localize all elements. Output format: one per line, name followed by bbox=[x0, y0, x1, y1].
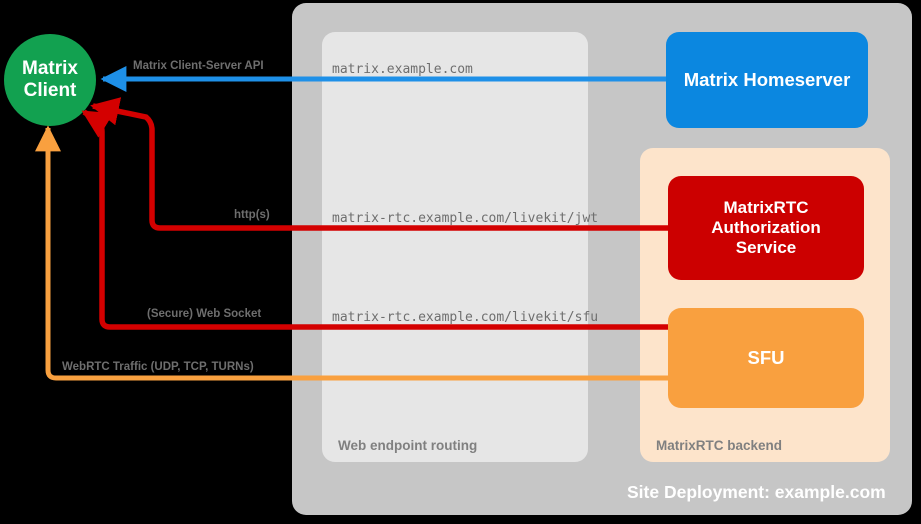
url-label-livekit-jwt: matrix-rtc.example.com/livekit/jwt bbox=[332, 211, 599, 226]
matrix-client-node[interactable]: Matrix Client bbox=[4, 34, 96, 126]
matrix-homeserver-box[interactable] bbox=[666, 32, 868, 128]
web-endpoint-routing-box bbox=[322, 32, 588, 462]
sfu-box[interactable] bbox=[668, 308, 864, 408]
matrix-client-circle[interactable] bbox=[4, 34, 96, 126]
edge-webrtc-traffic bbox=[35, 125, 668, 381]
edge-https-auth bbox=[90, 97, 668, 231]
edge-label-matrix-client-server-api: Matrix Client-Server API bbox=[133, 60, 264, 72]
edge-label-webrtc-traffic: WebRTC Traffic (UDP, TCP, TURNs) bbox=[62, 361, 254, 373]
matrixrtc-authorization-service-box[interactable] bbox=[668, 176, 864, 280]
site-deployment-caption: Site Deployment: example.com bbox=[627, 482, 886, 502]
edge-label-https-auth: http(s) bbox=[234, 209, 270, 221]
web-endpoint-routing-caption: Web endpoint routing bbox=[338, 438, 478, 453]
matrixrtc-backend-caption: MatrixRTC backend bbox=[656, 438, 783, 453]
edge-secure-web-socket bbox=[81, 109, 668, 330]
edge-label-secure-web-socket: (Secure) Web Socket bbox=[147, 308, 262, 320]
url-label-matrix-example-com: matrix.example.com bbox=[332, 62, 473, 77]
url-label-livekit-sfu: matrix-rtc.example.com/livekit/sfu bbox=[332, 310, 599, 325]
matrix-client-label-line2: Client bbox=[23, 80, 77, 101]
matrix-client-label-line1: Matrix bbox=[22, 58, 78, 80]
